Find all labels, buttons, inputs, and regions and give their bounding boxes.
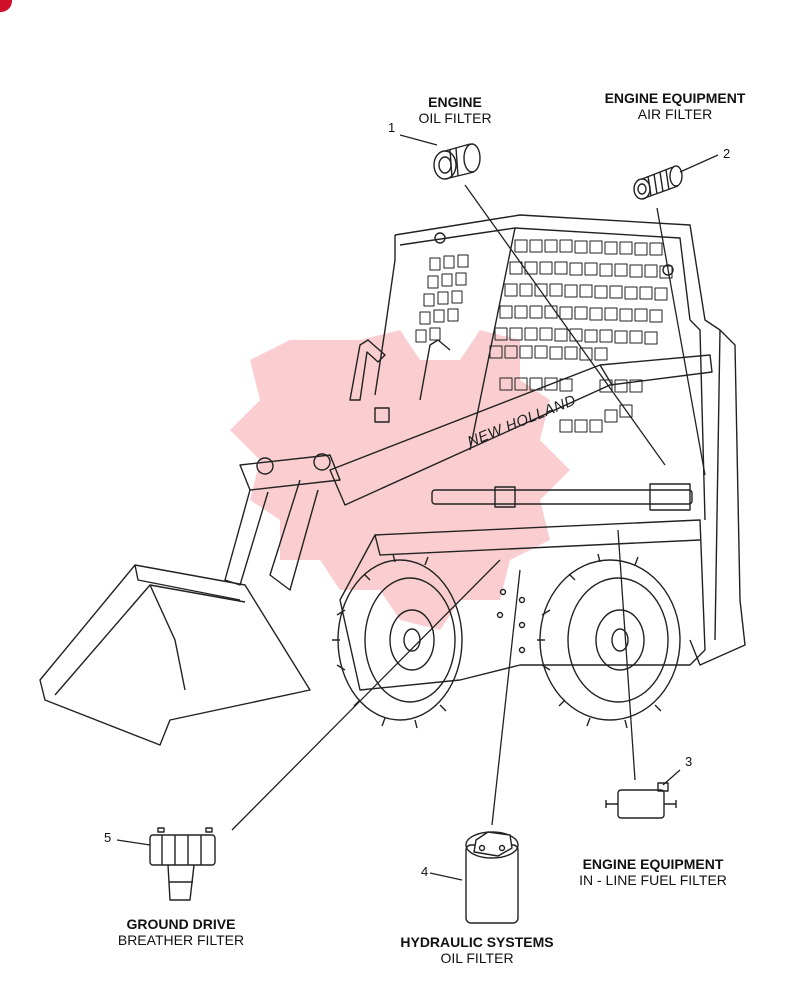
callout-title: ENGINE EQUIPMENT (604, 90, 746, 106)
callout-subtitle: OIL FILTER (440, 950, 514, 966)
right-wheel (537, 553, 681, 729)
air-filter-icon (633, 165, 683, 200)
callout-subtitle: AIR FILTER (637, 106, 713, 122)
callout-label-hydraulic-oil-filter: HYDRAULIC SYSTEMS OIL FILTER (392, 934, 562, 966)
cab-frame (374, 214, 746, 666)
callout-subtitle: IN - LINE FUEL FILTER (579, 872, 727, 888)
callout-number-3: 3 (685, 754, 693, 769)
cab-front-grid (489, 239, 673, 433)
callout-subtitle: OIL FILTER (418, 110, 492, 126)
callout-subtitle: BREATHER FILTER (117, 932, 245, 948)
left-wheel (332, 553, 463, 729)
callout-number-2: 2 (723, 146, 731, 161)
oil-filter-icon (433, 143, 481, 180)
callout-number-4: 4 (421, 864, 429, 879)
callout-title: HYDRAULIC SYSTEMS (400, 934, 554, 950)
lift-arm (224, 354, 713, 591)
callout-label-engine-oil-filter: ENGINE OIL FILTER (395, 94, 515, 126)
callout-title: ENGINE (428, 94, 482, 110)
chassis (339, 519, 706, 691)
callout-title: GROUND DRIVE (126, 916, 236, 932)
callout-label-fuel-filter: ENGINE EQUIPMENT IN - LINE FUEL FILTER (568, 856, 738, 888)
bucket (39, 564, 311, 746)
cab-left-grid (415, 254, 469, 343)
callout-number-5: 5 (104, 830, 112, 845)
callout-label-air-filter: ENGINE EQUIPMENT AIR FILTER (590, 90, 760, 122)
lift-cylinder (431, 483, 693, 511)
callout-label-breather-filter: GROUND DRIVE BREATHER FILTER (106, 916, 256, 948)
callout-number-1: 1 (388, 120, 396, 135)
hydraulic-filter-icon (465, 831, 519, 924)
grab-handles (349, 339, 451, 423)
callout-title: ENGINE EQUIPMENT (582, 856, 724, 872)
fuel-filter-icon (605, 782, 677, 819)
breather-filter-icon (149, 827, 216, 901)
leader-lines (116, 134, 719, 881)
